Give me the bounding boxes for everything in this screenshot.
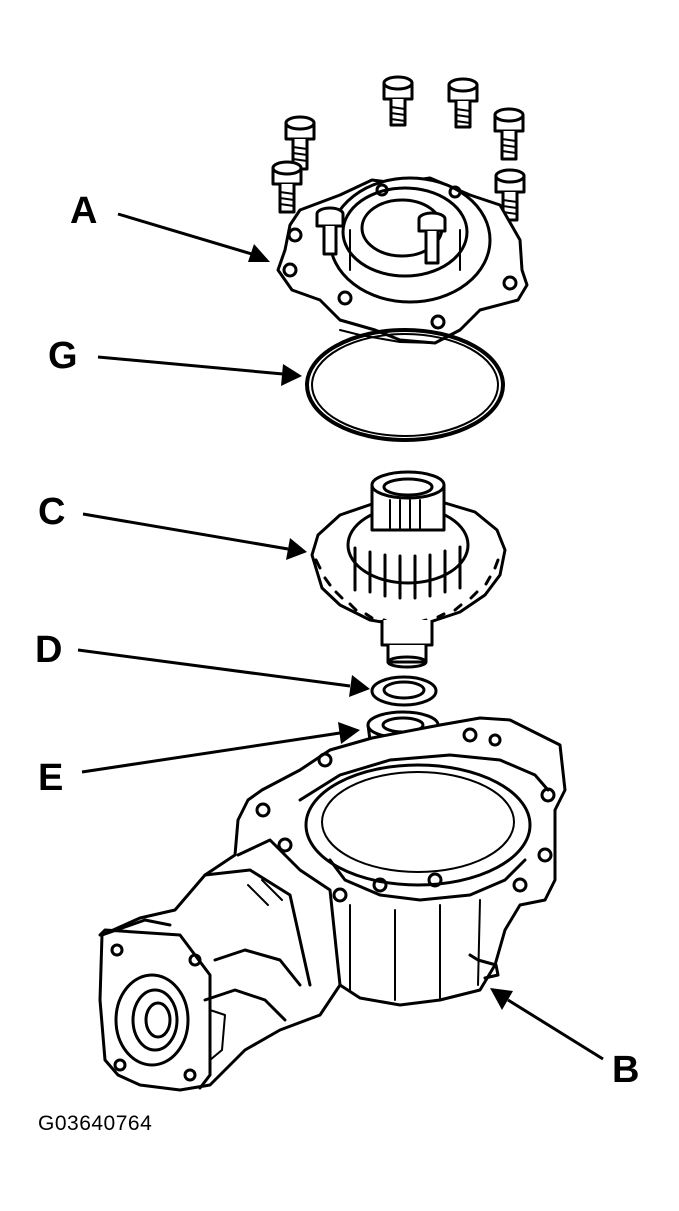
arrow-g [281,364,302,386]
leader-line-g [97,355,284,376]
arrow-e [338,722,360,744]
ring-gear-assembly [310,470,507,669]
differential-housing [98,716,567,1092]
leader-line-d [77,648,351,688]
arrow-d [349,675,370,697]
bolt-set [271,75,526,222]
leader-lines [77,212,604,1061]
bolt [284,115,316,171]
leader-line-a [117,212,256,257]
arrow-c [286,538,307,560]
arrow-b [490,988,513,1010]
leader-line-b [507,998,604,1061]
arrow-a [248,244,270,262]
bolt [493,107,525,161]
leader-line-e [81,731,341,774]
bolt [494,168,526,222]
callout-e: E [38,757,63,799]
bolt [382,75,414,127]
o-ring [305,328,505,442]
callout-labels: A G C D E B [35,190,639,1091]
callout-g: G [48,335,78,377]
bolt [447,77,479,129]
bolt [271,160,303,214]
leader-line-c [82,512,289,551]
callout-b: B [612,1049,639,1091]
cover-plate [276,176,529,345]
shim-washer [370,675,438,707]
figure-code: G03640764 [38,1112,153,1135]
callout-c: C [38,491,65,533]
callout-d: D [35,629,62,671]
callout-a: A [70,190,97,232]
